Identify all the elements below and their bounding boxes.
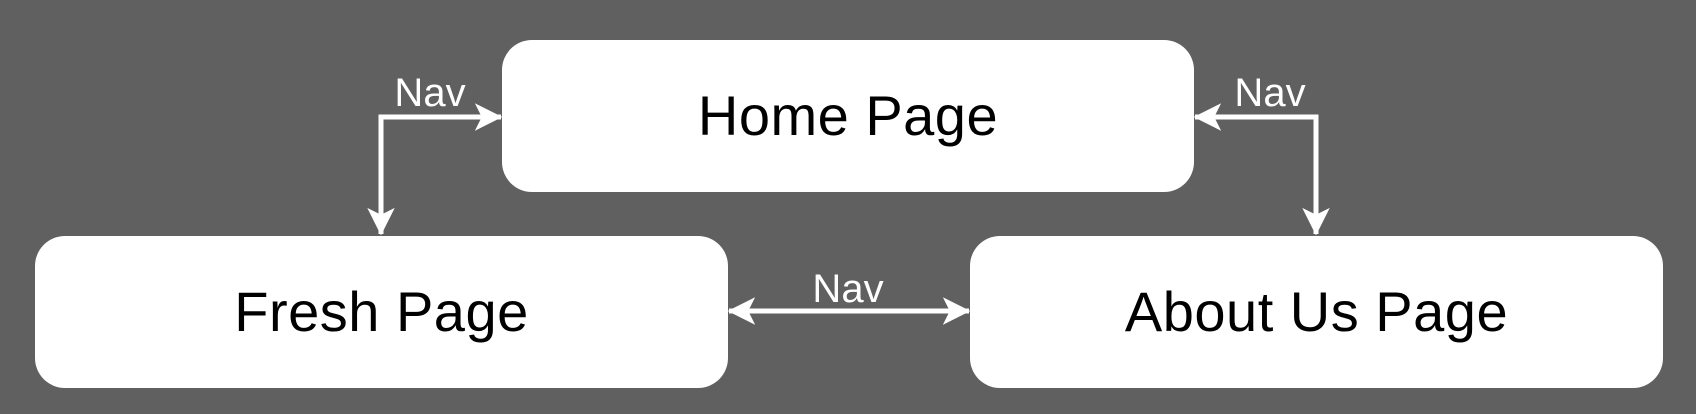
- fresh-page-label: Fresh Page: [234, 280, 529, 343]
- connector-home-about: [1193, 103, 1330, 236]
- nav-label-fresh-about: Nav: [812, 267, 884, 311]
- nav-label-home-fresh: Nav: [394, 71, 466, 115]
- about-us-page-node: About Us Page: [970, 236, 1663, 388]
- home-page-label: Home Page: [697, 84, 999, 147]
- nav-label-home-about: Nav: [1234, 71, 1306, 115]
- about-us-page-label: About Us Page: [1124, 280, 1509, 343]
- connector-home-fresh: [367, 103, 503, 236]
- home-page-node: Home Page: [502, 40, 1194, 192]
- fresh-page-node: Fresh Page: [35, 236, 728, 388]
